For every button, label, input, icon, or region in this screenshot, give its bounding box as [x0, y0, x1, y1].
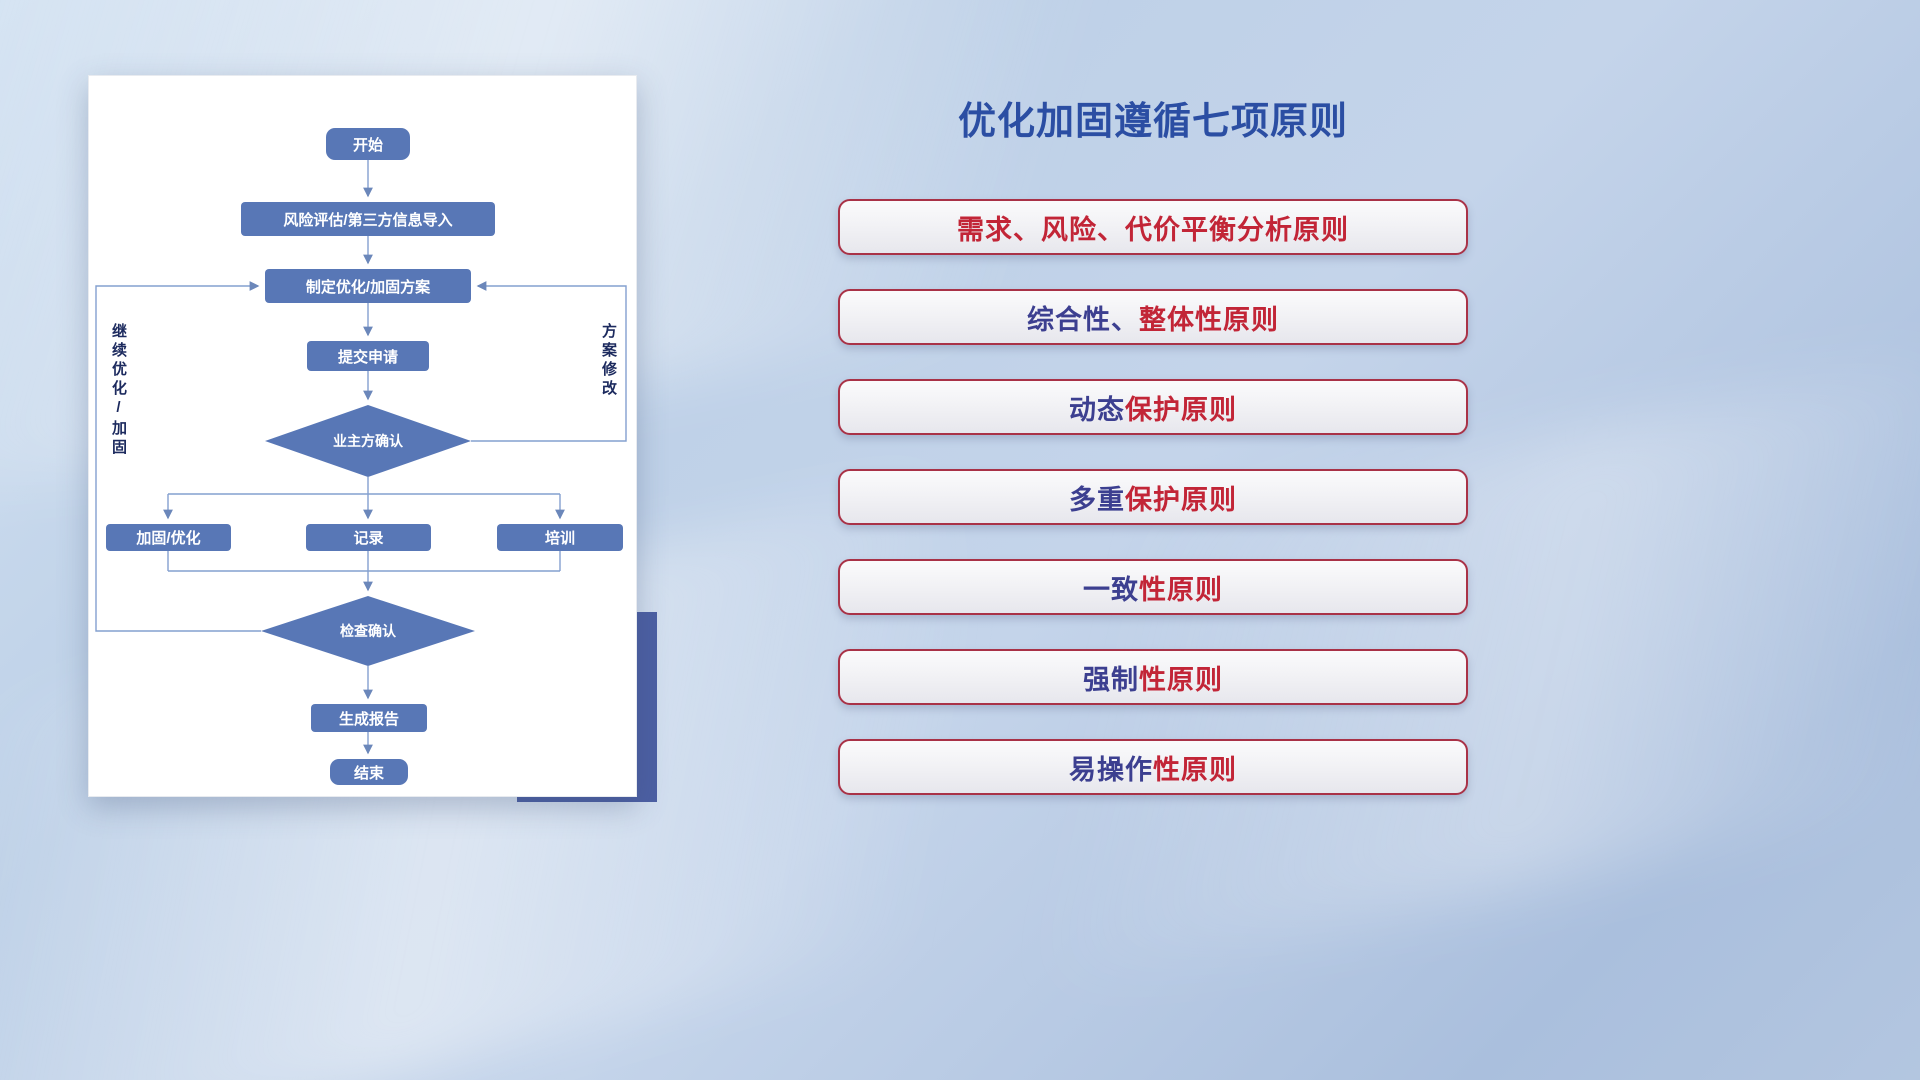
principle-text-prefix: 综合性、 — [1027, 304, 1139, 335]
principle-item-6: 强制性原则 — [838, 649, 1468, 705]
principle-text-suffix: 性原则 — [1139, 574, 1223, 605]
principle-text-prefix: 多重 — [1069, 484, 1125, 515]
flowchart-card: 开始 风险评估/第三方信息导入 制定优化/加固方案 提交申请 业主方确认 加固/… — [88, 75, 637, 797]
flow-node-training: 培训 — [497, 524, 623, 551]
principle-item-1: 需求、风险、代价平衡分析原则 — [838, 199, 1468, 255]
principle-text-prefix: 强制 — [1083, 664, 1139, 695]
principles-list: 需求、风险、代价平衡分析原则 综合性、整体性原则 动态保护原则 多重保护原则 一… — [838, 199, 1468, 829]
principle-item-2: 综合性、整体性原则 — [838, 289, 1468, 345]
edge-label-continue-optimize: 继续优化/加固 — [110, 323, 127, 458]
flow-node-start: 开始 — [326, 128, 410, 160]
principle-text-suffix: 性原则 — [1139, 664, 1223, 695]
flow-node-end: 结束 — [330, 759, 408, 785]
flow-decision-check-confirm: 检查确认 — [261, 596, 475, 666]
principle-text-prefix: 一致 — [1083, 574, 1139, 605]
flow-node-risk-import: 风险评估/第三方信息导入 — [241, 202, 495, 236]
principle-text-suffix: 需求、风险、代价平衡分析原则 — [957, 214, 1349, 245]
principle-text-suffix: 保护原则 — [1125, 484, 1237, 515]
principle-text-prefix: 易操作 — [1069, 754, 1153, 785]
flow-node-report: 生成报告 — [311, 704, 427, 732]
principle-text-suffix: 性原则 — [1153, 754, 1237, 785]
flow-decision-owner-confirm: 业主方确认 — [265, 405, 471, 477]
principle-item-7: 易操作性原则 — [838, 739, 1468, 795]
flow-node-submit: 提交申请 — [307, 341, 429, 371]
principle-item-4: 多重保护原则 — [838, 469, 1468, 525]
page-title: 优化加固遵循七项原则 — [957, 101, 1348, 143]
flow-node-record: 记录 — [306, 524, 431, 551]
principle-text-suffix: 整体性原则 — [1139, 304, 1279, 335]
flow-node-make-plan: 制定优化/加固方案 — [265, 269, 471, 303]
flow-node-reinforce: 加固/优化 — [106, 524, 231, 551]
principle-text-prefix: 动态 — [1069, 394, 1125, 425]
principle-text-suffix: 保护原则 — [1125, 394, 1237, 425]
principle-item-5: 一致性原则 — [838, 559, 1468, 615]
edge-label-plan-modify: 方案修改 — [600, 323, 617, 399]
principle-item-3: 动态保护原则 — [838, 379, 1468, 435]
